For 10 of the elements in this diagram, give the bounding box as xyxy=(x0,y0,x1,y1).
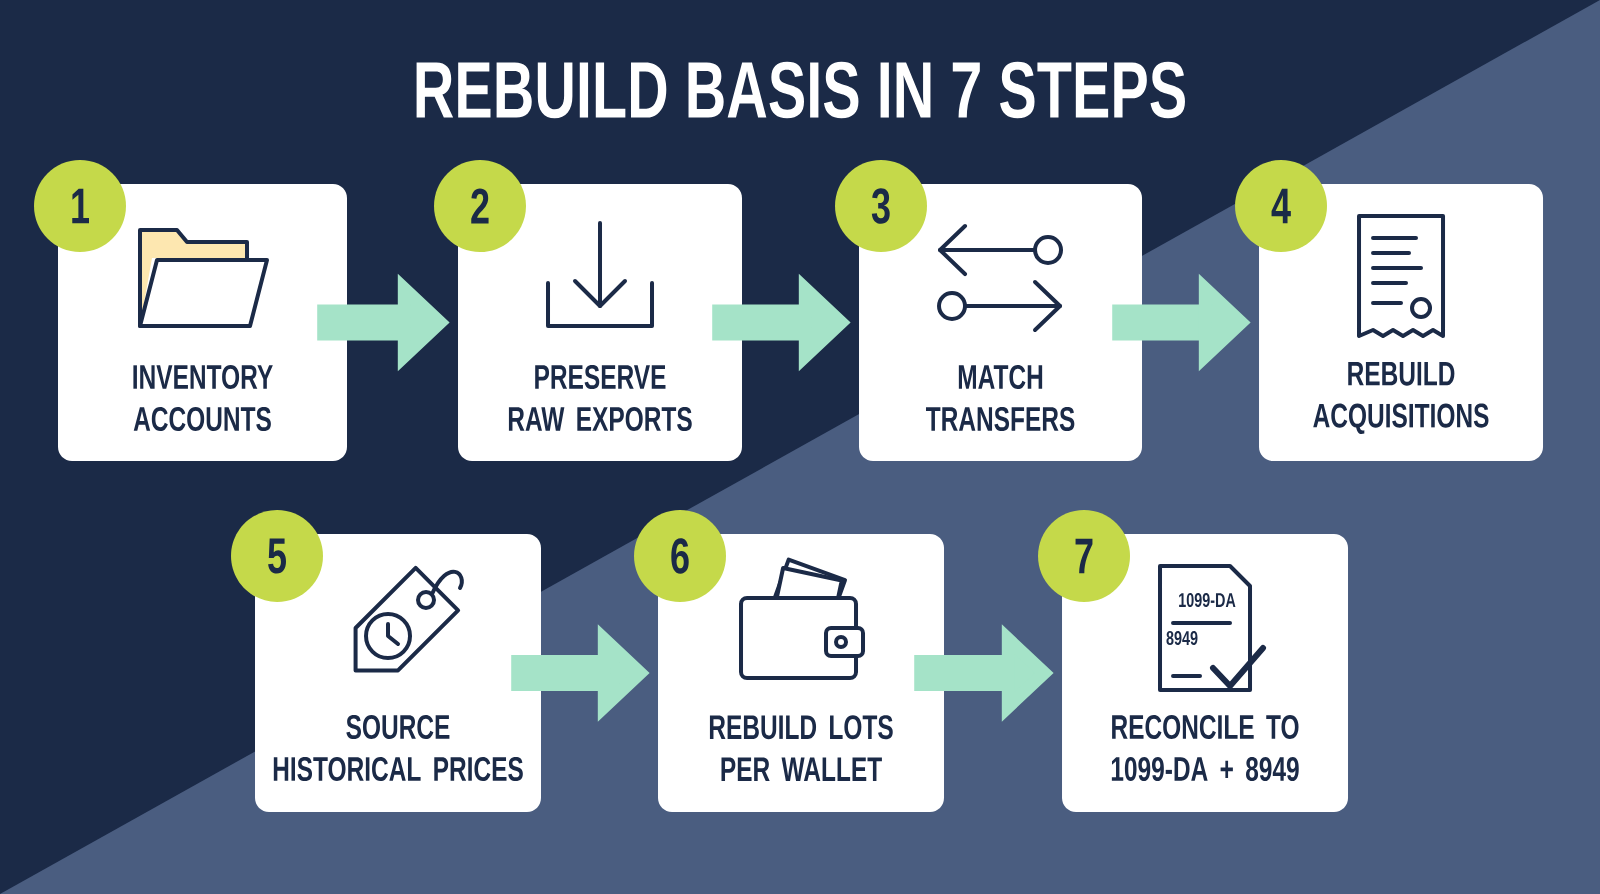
number-badge: 5 xyxy=(231,510,323,602)
form-label: 8949 xyxy=(1166,630,1198,646)
number-badge: 7 xyxy=(1038,510,1130,602)
number-badge: 6 xyxy=(634,510,726,602)
number-badge: 2 xyxy=(434,160,526,252)
title: REBUILD BASIS IN 7 STEPS xyxy=(416,61,1185,119)
form-label: 1099-DA xyxy=(1179,592,1236,608)
number-badge: 1 xyxy=(34,160,126,252)
number-badge: 3 xyxy=(835,160,927,252)
number-badge: 4 xyxy=(1235,160,1327,252)
